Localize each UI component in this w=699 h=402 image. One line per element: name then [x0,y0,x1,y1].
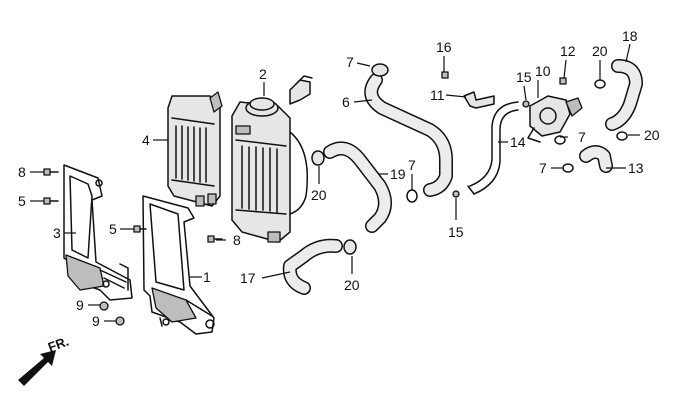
callout-14: 14 [510,134,526,150]
leader-lines [30,43,640,322]
bolt-16 [441,71,449,79]
callout-19: 19 [390,166,406,182]
callout-9a: 9 [76,297,84,313]
bolt-5-mid [133,225,147,233]
clamp-bracket [463,91,495,109]
bolt-15-lower [452,190,460,198]
callout-20d: 20 [344,277,360,293]
callout-6: 6 [342,94,350,110]
callout-9b: 9 [92,313,100,329]
callout-1: 1 [203,269,211,285]
hose-elbow-right [579,145,613,173]
callout-17: 17 [240,270,256,286]
callout-5a: 5 [18,193,26,209]
right-radiator-bracket [142,195,215,335]
callout-15b: 15 [448,224,464,240]
hose-middle [311,141,392,233]
bolt-8-left [43,168,59,176]
callout-15a: 15 [516,69,532,85]
nut-9-lower [115,316,125,326]
callout-11: 11 [430,87,445,103]
callout-7d: 7 [539,160,547,176]
hose-upper-long [364,63,453,197]
callout-20a: 20 [311,187,327,203]
bolt-8-mid [207,235,223,243]
callout-7b: 7 [408,157,416,173]
callout-5b: 5 [109,221,117,237]
bolt-12 [559,77,567,85]
callout-20b: 20 [592,43,608,59]
callout-16: 16 [436,39,452,55]
callout-8a: 8 [18,164,26,180]
callout-10: 10 [535,63,551,79]
callout-labels: 1 2 3 4 5 5 6 7 7 7 7 8 8 9 9 10 11 12 1… [18,28,660,329]
hose-lower [282,238,357,295]
callout-8b: 8 [233,232,241,248]
callout-2: 2 [259,66,267,82]
front-label: FR. [46,334,71,355]
small-radiator [167,91,223,207]
front-direction-indicator: FR. [18,334,71,386]
callout-7c: 7 [578,129,586,145]
callout-3: 3 [53,225,61,241]
callout-12: 12 [560,43,576,59]
bolt-5-left [43,197,59,205]
callout-13: 13 [628,160,644,176]
main-radiator [231,75,313,243]
callout-7a: 7 [346,54,354,70]
hose-upper-right [605,59,643,131]
callout-20c: 20 [644,127,660,143]
front-arrow-icon [18,350,56,386]
hose-clamps [406,79,628,203]
callout-4: 4 [142,132,150,148]
hose-right-pipe [467,101,519,195]
nut-9-upper [99,301,109,311]
callout-18: 18 [622,28,638,44]
thermostat-housing [527,95,583,143]
bolt-15-upper [522,100,530,108]
left-radiator-bracket [63,164,133,301]
